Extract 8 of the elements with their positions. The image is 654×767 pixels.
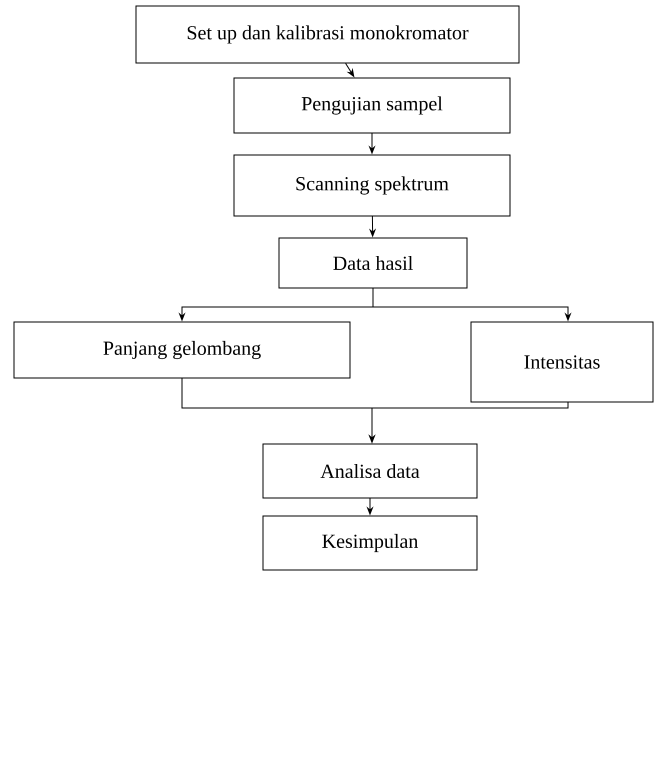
process-box: Intensitas <box>470 322 654 402</box>
process-box: Scanning spektrum <box>234 154 510 216</box>
process-box: Data hasil <box>278 238 468 288</box>
process-box: Pengujian sampel <box>234 78 510 134</box>
process-box: Panjang gelombang <box>14 322 350 378</box>
process-box: Set up dan kalibrasi monokromator <box>136 6 520 64</box>
process-box: Analisa data <box>262 444 478 498</box>
process-box: Kesimpulan <box>262 516 478 570</box>
